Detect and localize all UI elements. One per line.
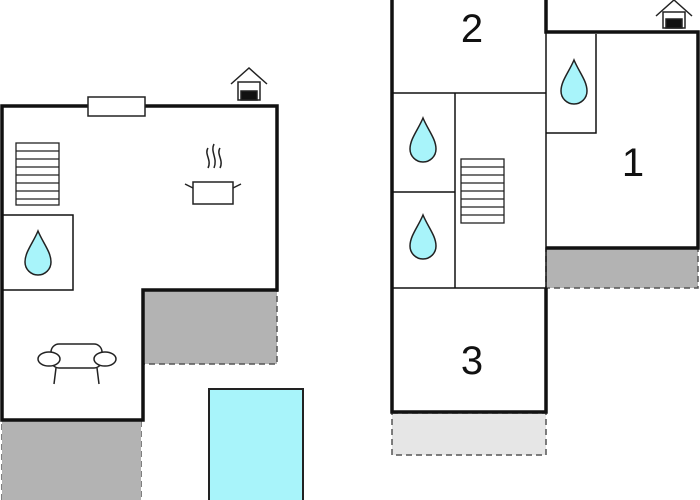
room-label-3: 3	[461, 339, 483, 383]
wall-bath-room-1	[546, 34, 597, 134]
room-label-1: 1	[622, 141, 644, 185]
pool	[208, 388, 304, 500]
terrace-left-bottom-fill	[2, 421, 141, 500]
sofa-icon	[37, 343, 117, 385]
terrace-left-middle	[143, 289, 278, 365]
water-drops	[24, 58, 588, 276]
terrace-right	[545, 247, 699, 289]
stairs-icon	[15, 142, 60, 206]
cooking-pot-icon	[184, 143, 242, 205]
water-drop-icon	[560, 58, 588, 105]
room-1-outer-wall	[544, 0, 700, 250]
water-drop-icon	[409, 116, 437, 163]
stairs-icon	[460, 158, 505, 224]
ground-floor-inner-walls	[2, 214, 74, 291]
upper-floor-outer-wall	[390, 0, 548, 414]
bathroom-wall-ground	[2, 214, 74, 291]
upper-floor	[390, 0, 700, 414]
water-drop-icon	[409, 213, 437, 260]
terraces	[1, 247, 699, 500]
water-drop-icon	[24, 229, 52, 276]
house-entrance-icon	[655, 0, 693, 29]
room-label-2: 2	[461, 7, 483, 51]
window-icon	[87, 96, 146, 117]
house-entrance-icon	[230, 66, 268, 101]
terrace-right-bottom	[391, 412, 547, 456]
upper-floor-inner-walls	[392, 32, 597, 289]
